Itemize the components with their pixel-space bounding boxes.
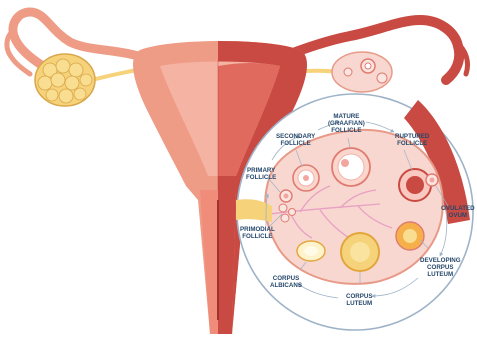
right-ovary [332, 52, 392, 92]
mature-follicle [332, 148, 370, 186]
corpus-luteum [341, 233, 379, 271]
label-mature-follicle: MATURE (GRAAFIAN) FOLLICLE [328, 113, 365, 134]
developing-corpus-luteum [396, 222, 424, 250]
label-corpus-luteum: CORPUS LUTEUM [346, 293, 372, 307]
label-ruptured-follicle: RUPTURED FOLLICLE [395, 133, 429, 147]
label-primordial-follicle: PRIMODIAL FOLLICLE [240, 226, 275, 240]
label-secondary-follicle: SECONDARY FOLLICLE [276, 133, 315, 147]
label-corpus-albicans: CORPUS ALBICANS [270, 275, 302, 289]
ruptured-follicle [399, 169, 431, 201]
corpus-albicans [297, 241, 325, 261]
label-developing-corpus-luteum: DEVELOPING CORPUS LUTEUM [420, 257, 461, 278]
left-ovary [35, 54, 95, 106]
label-primary-follicle: PRIMARY FOLLICLE [246, 167, 276, 181]
secondary-follicle [293, 165, 319, 191]
label-ovulated-ovum: OVULATED OVUM [441, 205, 475, 219]
ovulated-ovum [426, 174, 438, 186]
primary-follicle [280, 190, 292, 202]
